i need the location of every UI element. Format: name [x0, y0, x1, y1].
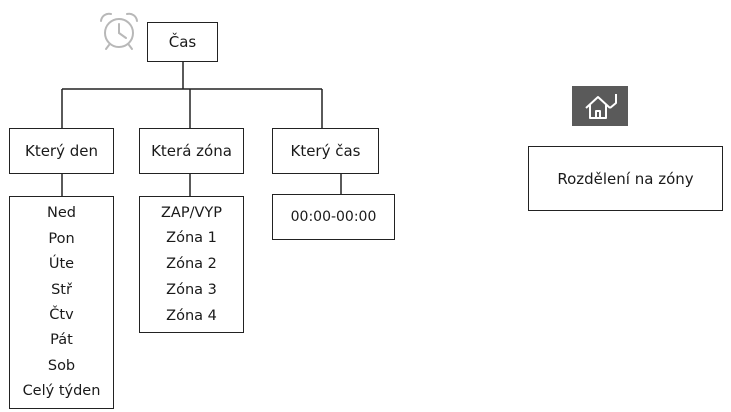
list-item: Stř [51, 281, 72, 298]
list-item: Úte [48, 256, 75, 273]
list-item: Ned [47, 205, 76, 222]
branch-time-label: Který čas [290, 142, 361, 160]
zone-division-panel: Rozdělení na zóny [528, 146, 723, 211]
list-item: Zóna 1 [166, 230, 217, 247]
list-item: Zóna 2 [166, 256, 217, 273]
list-item: Zóna 4 [166, 307, 217, 324]
alarm-clock-icon [100, 12, 138, 50]
zone-division-label: Rozdělení na zóny [557, 169, 694, 188]
list-item: Pát [50, 332, 73, 349]
list-item: Zóna 3 [166, 282, 217, 299]
root-node-cas: Čas [147, 22, 218, 62]
zone-list: ZAP/VYP Zóna 1 Zóna 2 Zóna 3 Zóna 4 [139, 196, 244, 333]
list-item: ZAP/VYP [160, 204, 222, 221]
day-list: Ned Pon Úte Stř Čtv Pát Sob Celý týden [9, 196, 114, 409]
branch-day-label: Který den [24, 142, 98, 160]
root-node-label: Čas [168, 33, 197, 51]
list-item: 00:00-00:00 [290, 209, 377, 225]
list-item: Celý týden [22, 383, 101, 400]
home-icon [572, 86, 628, 126]
time-value-box: 00:00-00:00 [272, 194, 395, 240]
list-item: Čtv [49, 306, 74, 323]
list-item: Pon [48, 230, 75, 247]
branch-zone-label: Která zóna [151, 142, 232, 160]
list-item: Sob [47, 357, 76, 374]
branch-node-zone: Která zóna [139, 128, 244, 174]
branch-node-time: Který čas [272, 128, 379, 174]
branch-node-day: Který den [9, 128, 114, 174]
